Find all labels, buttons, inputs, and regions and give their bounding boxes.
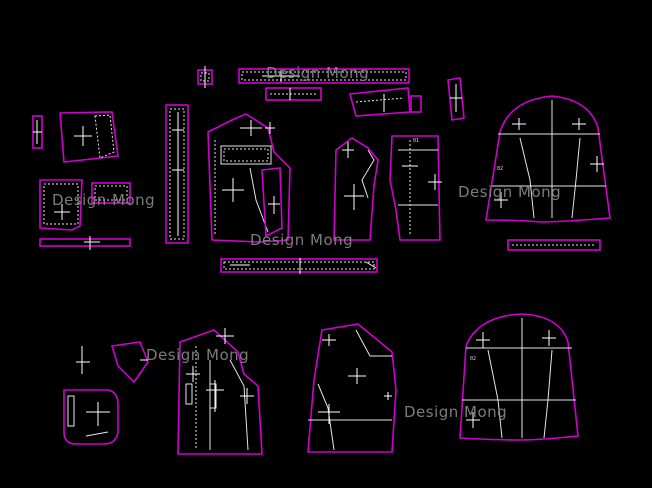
sleeve-piece-lower: 02	[459, 313, 579, 441]
long-horizontal-strip-piece	[39, 236, 131, 250]
small-square-piece	[410, 95, 422, 113]
rounded-pocket-piece	[63, 389, 119, 445]
back-bodice-piece-lower	[307, 323, 397, 453]
back-panel-piece: 01	[389, 135, 442, 241]
cuff-strip-piece	[507, 239, 601, 251]
small-rectangle-piece	[91, 182, 131, 204]
small-tab-piece	[197, 66, 213, 88]
waistband-strip-piece	[265, 87, 322, 101]
front-bodice-piece	[207, 113, 291, 243]
thin-vertical-strip-piece	[32, 115, 43, 149]
side-panel-piece	[333, 137, 379, 241]
pocket-bag-piece	[39, 179, 83, 231]
pocket-flap-piece	[59, 111, 119, 163]
collar-band-piece	[238, 68, 410, 84]
waistband-piece	[220, 258, 378, 274]
front-bodice-piece-lower	[177, 328, 263, 455]
collar-piece	[110, 341, 149, 384]
svg-text:02: 02	[470, 356, 476, 362]
svg-text:01: 01	[413, 138, 419, 144]
sleeve-piece: 02	[485, 95, 611, 223]
angled-strap-piece	[348, 87, 411, 117]
notch-marker-piece	[76, 346, 90, 374]
tall-facing-strip-piece	[165, 104, 189, 244]
side-tab-piece	[447, 77, 465, 121]
svg-text:02: 02	[497, 166, 503, 172]
